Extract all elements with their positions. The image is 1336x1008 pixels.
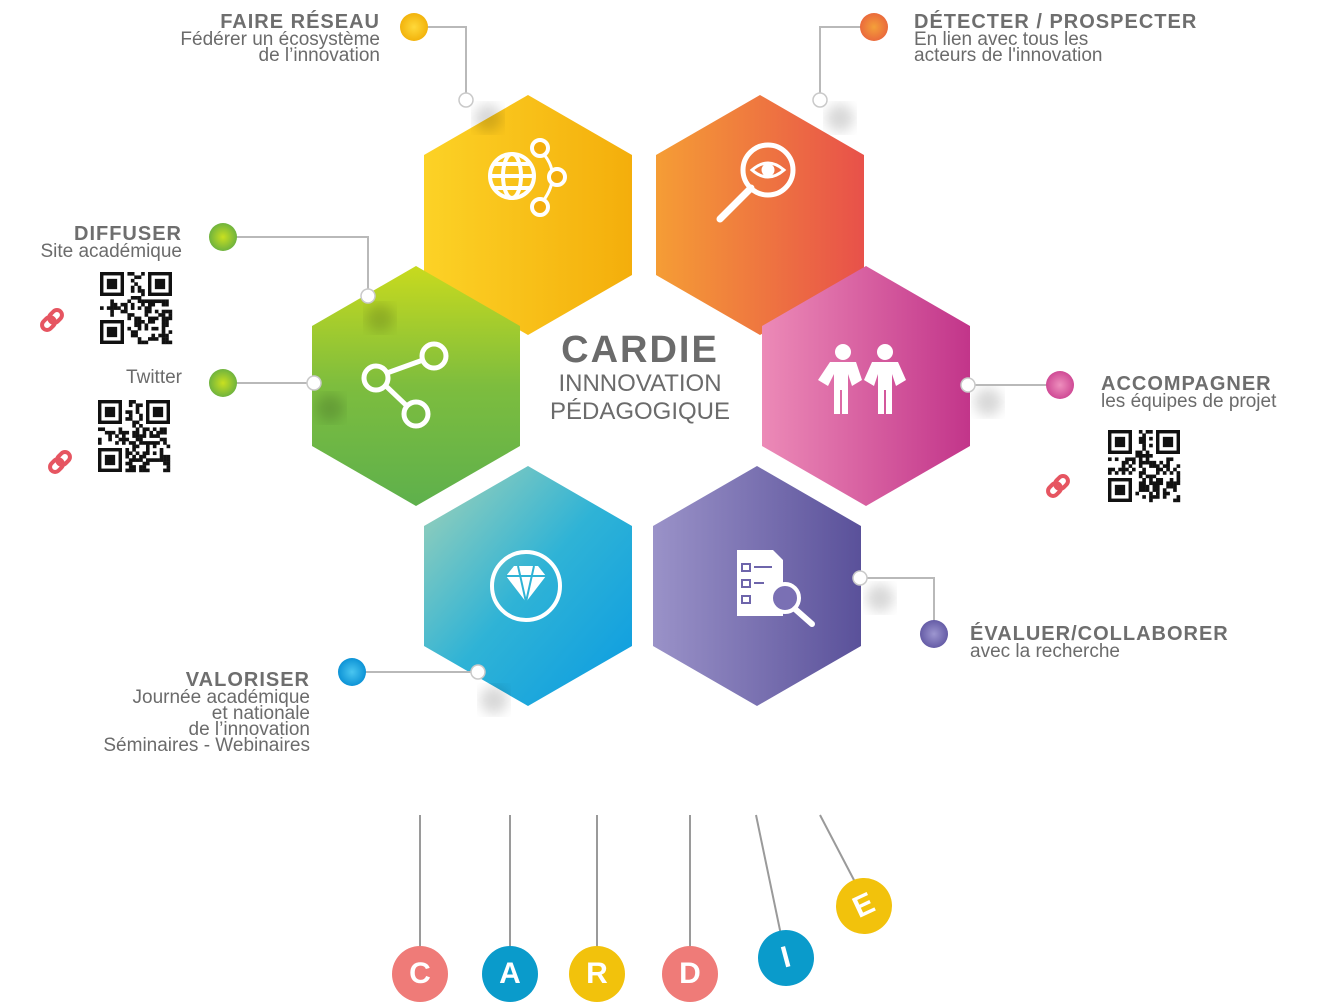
dot-orange [860,13,888,41]
label-accompagner: ACCOMPAGNER les équipes de projet [1101,373,1277,412]
dot-purple [920,620,948,648]
letter-c: C [392,946,448,1002]
dot-green-twitter [209,369,237,397]
dot-yellow [400,13,428,41]
link-icon[interactable] [40,308,64,332]
dot-green-site [209,223,237,251]
share-icon [361,341,449,429]
checklist-search-icon [737,550,815,627]
hexagon-faire-reseau [424,95,632,335]
letter-d: D [662,946,718,1002]
center-title: CARDIE INNNOVATION PÉDAGOGIQUE [520,330,760,426]
dot-pink [1046,371,1074,399]
link-icon[interactable] [1046,474,1070,498]
qr-code-icon[interactable] [100,272,173,345]
letter-strings [419,814,856,950]
label-twitter: Twitter [126,367,182,388]
qr-code-icon[interactable] [1108,430,1181,503]
label-valoriser: VALORISER Journée académique et national… [103,669,310,756]
magnifier-eye-icon [716,142,796,223]
globe-network-icon [488,138,567,217]
people-icon [818,344,906,414]
qr-code-icon[interactable] [98,400,171,473]
connector-endpoints [306,92,976,680]
hexagon-accompagner [762,266,1002,506]
label-diffuser: DIFFUSER Site académique [40,223,182,262]
hexagon-detecter [656,95,864,335]
link-icon[interactable] [48,450,72,474]
letter-r: R [569,946,625,1002]
diamond-icon [490,550,562,622]
dot-blue [338,658,366,686]
cardie-title: CARDIE [561,329,719,371]
innovation-label: INNNOVATION [558,370,722,397]
letter-a: A [482,946,538,1002]
hexagon-diffuser [312,266,520,506]
label-detecter: DÉTECTER / PROSPECTER En lien avec tous … [914,11,1198,66]
label-faire-reseau: FAIRE RÉSEAU Fédérer un écosystème de l’… [180,11,380,66]
connector-lines [225,26,1060,673]
label-evaluer: ÉVALUER/COLLABORER avec la recherche [970,623,1229,662]
pedagogique-label: PÉDAGOGIQUE [549,398,731,425]
